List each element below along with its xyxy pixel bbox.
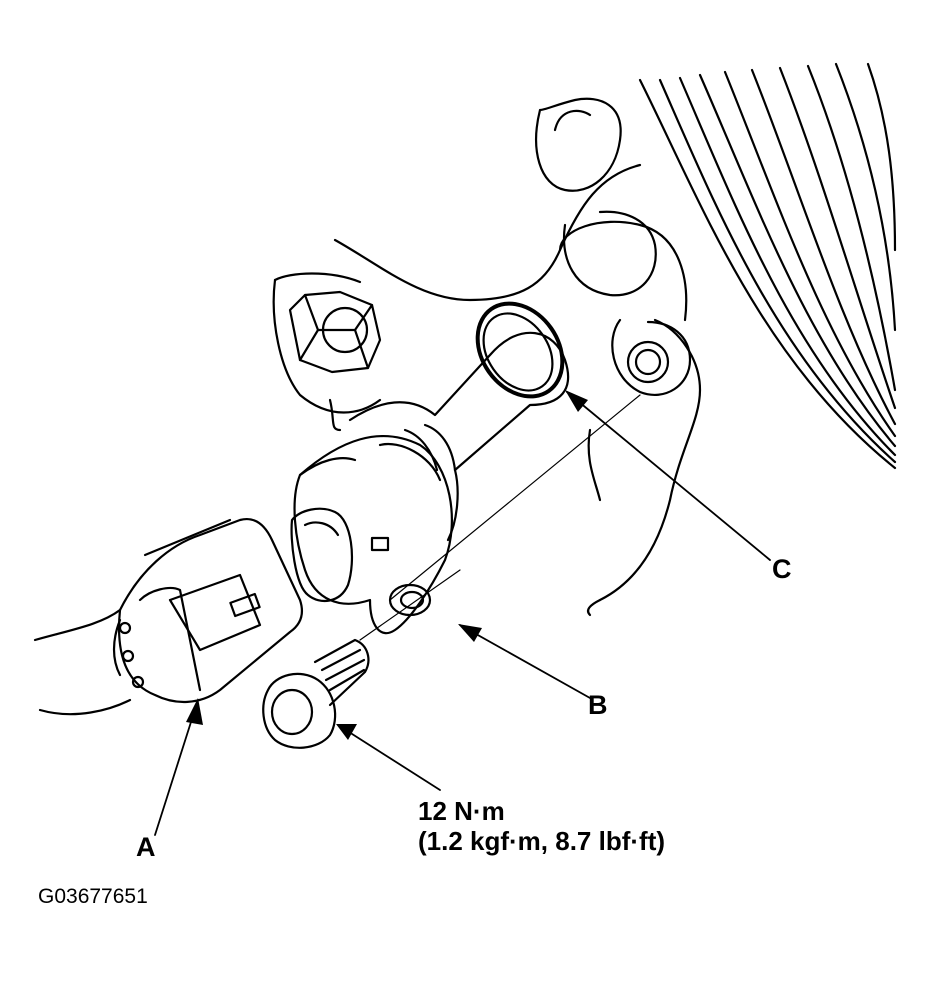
torque-spec-metric: 12 N·m <box>418 796 505 826</box>
torque-spec-alt-units: (1.2 kgf·m, 8.7 lbf·ft) <box>418 826 666 856</box>
callout-label-b: B <box>588 690 608 720</box>
sensor-icon <box>290 331 570 635</box>
callout-label-c: C <box>772 554 792 584</box>
pulley-icon <box>638 62 897 470</box>
leader-line-c <box>566 391 771 561</box>
arrowhead-torque <box>336 724 357 740</box>
arrowhead-c <box>565 390 588 412</box>
o-ring-icon <box>475 301 565 399</box>
torque-spec: 12 N·m (1.2 kgf·m, 8.7 lbf·ft) <box>418 796 665 856</box>
leader-line-b <box>459 624 591 699</box>
housing-icon <box>272 97 702 617</box>
callout-label-a: A <box>136 832 156 862</box>
nut-icon <box>288 290 382 374</box>
leader-line-torque <box>337 724 441 791</box>
bolt-icon <box>262 638 370 749</box>
leader-lines <box>154 391 771 836</box>
arrowhead-b <box>458 624 482 642</box>
figure-id: G03677651 <box>38 885 148 908</box>
connector-icon <box>33 517 304 716</box>
arrowhead-a <box>186 698 203 725</box>
